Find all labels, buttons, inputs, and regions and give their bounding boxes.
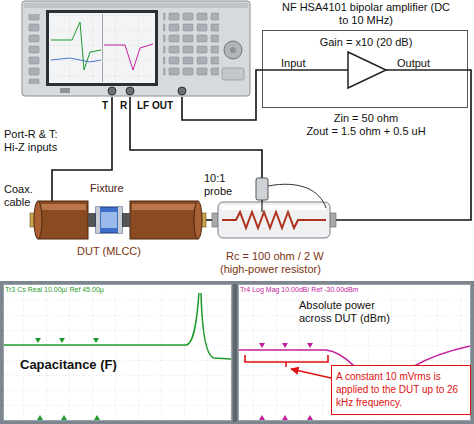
- cable-wire: [130, 97, 262, 202]
- amplifier-title: NF HSA4101 bipolar amplifier (DC to 10 M…: [281, 1, 451, 27]
- callout-text: A constant 10 mVrms is applied to the DU…: [336, 370, 468, 409]
- test-fixture: FixtureDUT (MLCC): [38, 201, 198, 239]
- analyzer-instrument: TRLF OUT: [22, 1, 250, 97]
- capacitance-panel: Capacitance (F): [3, 284, 232, 421]
- probe-symbol: [256, 178, 326, 212]
- port-label: LF OUT: [137, 99, 179, 112]
- power-panel: Absolute power across DUT (dBm) A constan…: [238, 284, 471, 421]
- gain-label: Gain = x10 (20 dB): [263, 36, 469, 49]
- screen-header: Tr4 Log Mag 10.00dB/ Ref -30.00dBm: [240, 286, 470, 294]
- cable-wire: [182, 70, 262, 120]
- callout-box: A constant 10 mVrms is applied to the DU…: [331, 365, 471, 415]
- dut-capacitor: DUT (MLCC): [96, 207, 122, 233]
- analyzer-illustration: [22, 1, 250, 96]
- pin-label: Input: [281, 57, 321, 70]
- cable-wire: [198, 219, 218, 221]
- screenshot-frame: [0, 281, 474, 424]
- impedance-label: Zout = 1.5 ohm + 0.5 uH: [263, 125, 469, 138]
- port-label: R: [120, 99, 132, 112]
- trace-label: Capacitance (F): [20, 357, 170, 372]
- shunt-resistor: Rc = 100 ohm / 2 W(high-power resistor): [218, 202, 330, 238]
- resistor-symbol: [212, 202, 336, 238]
- amplifier-box: NF HSA4101 bipolar amplifier (DC to 10 M…: [262, 30, 468, 108]
- part-label: DUT (MLCC): [69, 245, 149, 258]
- pin-label: Output: [397, 57, 441, 70]
- amplifier-symbol: [262, 52, 468, 88]
- part-label: Rc = 100 ohm / 2 W: [226, 250, 342, 263]
- part-label: Fixture: [90, 182, 140, 195]
- mlcc-symbol: [96, 207, 122, 233]
- fixture-illustration: [30, 201, 206, 239]
- port-label: T: [102, 99, 114, 112]
- part-label: 10:1 probe: [204, 172, 256, 198]
- impedance-label: Zin = 50 ohm: [263, 112, 469, 125]
- note-label: Port-R & T: Hi-Z inputs: [4, 128, 70, 154]
- note-label: Coax. cable: [4, 183, 40, 209]
- panel-divider: [233, 284, 237, 422]
- screen-header: Tr3 Cs Real 10.00µ/ Ref 45.00µ: [5, 286, 231, 294]
- trace-label: Absolute power across DUT (dBm): [299, 299, 403, 325]
- part-label: (high-power resistor): [220, 263, 344, 276]
- cable-wire: [330, 70, 471, 220]
